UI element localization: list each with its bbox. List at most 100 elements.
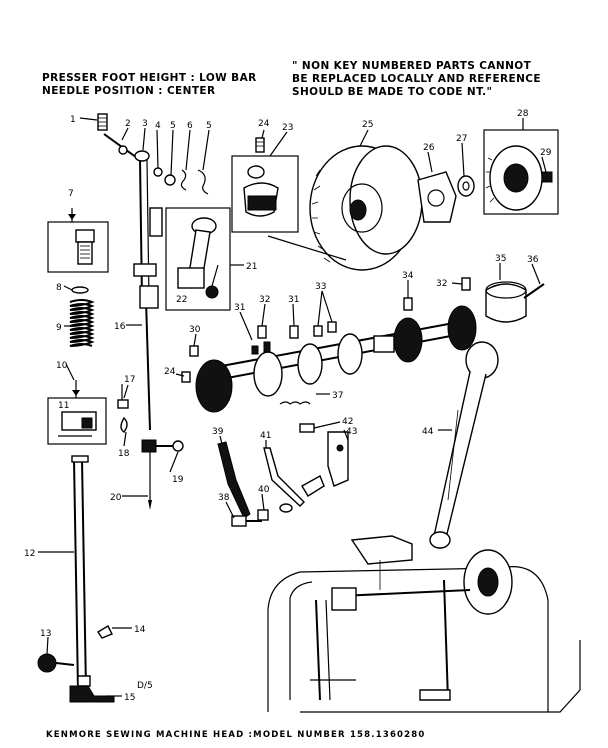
callout-11: 11 — [58, 401, 69, 411]
part-17-screw — [117, 384, 129, 409]
part-23-thread-take-up-box — [231, 155, 299, 233]
callout-31: 31 — [234, 303, 245, 313]
part-18-clamp — [120, 416, 128, 433]
machine-head-outline — [267, 535, 581, 713]
callout-1: 1 — [70, 115, 76, 125]
part-5b-wire-spring — [197, 169, 209, 195]
callout-29: 29 — [540, 148, 552, 158]
part-13-thumb-screw — [37, 653, 75, 673]
part-4-washer — [153, 167, 163, 177]
callout-43: 43 — [346, 427, 357, 437]
callout-32b: 32 — [436, 279, 447, 289]
callout-5b: 5 — [206, 121, 212, 131]
callout-5: 5 — [170, 121, 176, 131]
shaft-screws — [251, 297, 413, 355]
callout-10: 10 — [56, 361, 68, 371]
callout-21: 21 — [246, 262, 257, 272]
callout-36: 36 — [527, 255, 539, 265]
part-19-needle-clamp — [141, 439, 184, 453]
callout-34: 34 — [402, 271, 414, 281]
part-41-lever — [263, 447, 325, 507]
callout-28: 28 — [517, 109, 529, 119]
note-line-1: " NON KEY NUMBERED PARTS CANNOT — [292, 60, 532, 72]
part-42-screw — [299, 423, 315, 433]
part-2-rod — [103, 133, 141, 161]
part-7-inset-box — [47, 208, 109, 273]
callout-24: 24 — [258, 119, 270, 129]
note-line-2: BE REPLACED LOCALLY AND REFERENCE — [292, 73, 541, 85]
callout-7: 7 — [68, 189, 74, 199]
callout-31b: 31 — [288, 295, 299, 305]
needle-bar-bracket — [133, 207, 163, 309]
callout-6: 6 — [187, 121, 193, 131]
callout-16: 16 — [114, 322, 126, 332]
callout-19: 19 — [172, 475, 184, 485]
callout-13: 13 — [40, 629, 51, 639]
part-40-screw — [257, 503, 293, 521]
part-10-bar-guide-box — [47, 380, 107, 445]
part-15-presser-foot — [69, 675, 115, 703]
callout-14: 14 — [134, 625, 146, 635]
callout-30: 30 — [189, 325, 201, 335]
callout-2: 2 — [125, 119, 131, 129]
part-1-screw — [97, 113, 108, 131]
callout-44: 44 — [422, 427, 434, 437]
part-36-pin — [523, 283, 545, 299]
needle-position-line: NEEDLE POSITION : CENTER — [42, 85, 216, 97]
callout-leaders — [38, 117, 547, 697]
callout-20: 20 — [110, 493, 122, 503]
part-30-screw — [189, 345, 199, 357]
callout-38: 38 — [218, 493, 230, 503]
callout-18: 18 — [118, 449, 130, 459]
part-28-gear-box — [483, 129, 559, 215]
callout-32: 32 — [259, 295, 270, 305]
presser-foot-height-line: PRESSER FOOT HEIGHT : LOW BAR — [42, 72, 257, 84]
callout-9: 9 — [56, 323, 62, 333]
callout-23: 23 — [282, 123, 293, 133]
part-12-presser-bar — [71, 455, 89, 691]
part-27-washer — [457, 175, 475, 197]
callout-8: 8 — [56, 283, 62, 293]
callout-22: 22 — [176, 295, 187, 305]
part-24-screw — [255, 137, 265, 153]
part-35-bushing — [485, 281, 527, 323]
callout-37: 37 — [332, 391, 343, 401]
main-shaft-assembly — [195, 305, 477, 413]
part-9-presser-spring — [69, 299, 95, 347]
callout-4: 4 — [155, 121, 161, 131]
part-32b-screw — [461, 277, 471, 291]
callout-24b: 24 — [164, 367, 176, 377]
part-6-spring — [180, 169, 187, 191]
callout-27: 27 — [456, 134, 467, 144]
note-line-3: SHOULD BE MADE TO CODE NT." — [292, 86, 493, 98]
part-5-nut — [164, 174, 176, 186]
page-mark: D/5 — [137, 681, 153, 691]
model-number-footer: KENMORE SEWING MACHINE HEAD :MODEL NUMBE… — [46, 730, 426, 740]
callout-3: 3 — [142, 119, 148, 129]
callout-40: 40 — [258, 485, 270, 495]
callout-35: 35 — [495, 254, 506, 264]
presser-foot-note: PRESSER FOOT HEIGHT : LOW BAR NEEDLE POS… — [42, 72, 257, 98]
part-21-needle-bar-link-box — [165, 207, 231, 311]
callout-labels: 1 2 3 4 5 6 5 7 8 9 10 11 12 13 14 15 16… — [24, 109, 552, 703]
callout-15: 15 — [124, 693, 135, 703]
part-38-screw — [231, 515, 262, 527]
callout-26: 26 — [423, 143, 435, 153]
callout-33: 33 — [315, 282, 326, 292]
part-25-drive-pulley — [267, 145, 423, 271]
part-3-bushing — [134, 150, 150, 162]
callout-39: 39 — [212, 427, 224, 437]
part-43-plate — [327, 431, 349, 487]
part-24b-screw — [181, 371, 191, 383]
part-20-needle — [148, 452, 152, 510]
non-key-parts-note: " NON KEY NUMBERED PARTS CANNOT BE REPLA… — [292, 60, 541, 99]
part-14-clip — [97, 625, 113, 639]
callout-25: 25 — [362, 120, 373, 130]
callout-41: 41 — [260, 431, 271, 441]
callout-12: 12 — [24, 549, 35, 559]
part-37-spring — [279, 401, 311, 405]
callout-17: 17 — [124, 375, 135, 385]
part-39-lever — [217, 441, 251, 519]
callout-42: 42 — [342, 417, 353, 427]
